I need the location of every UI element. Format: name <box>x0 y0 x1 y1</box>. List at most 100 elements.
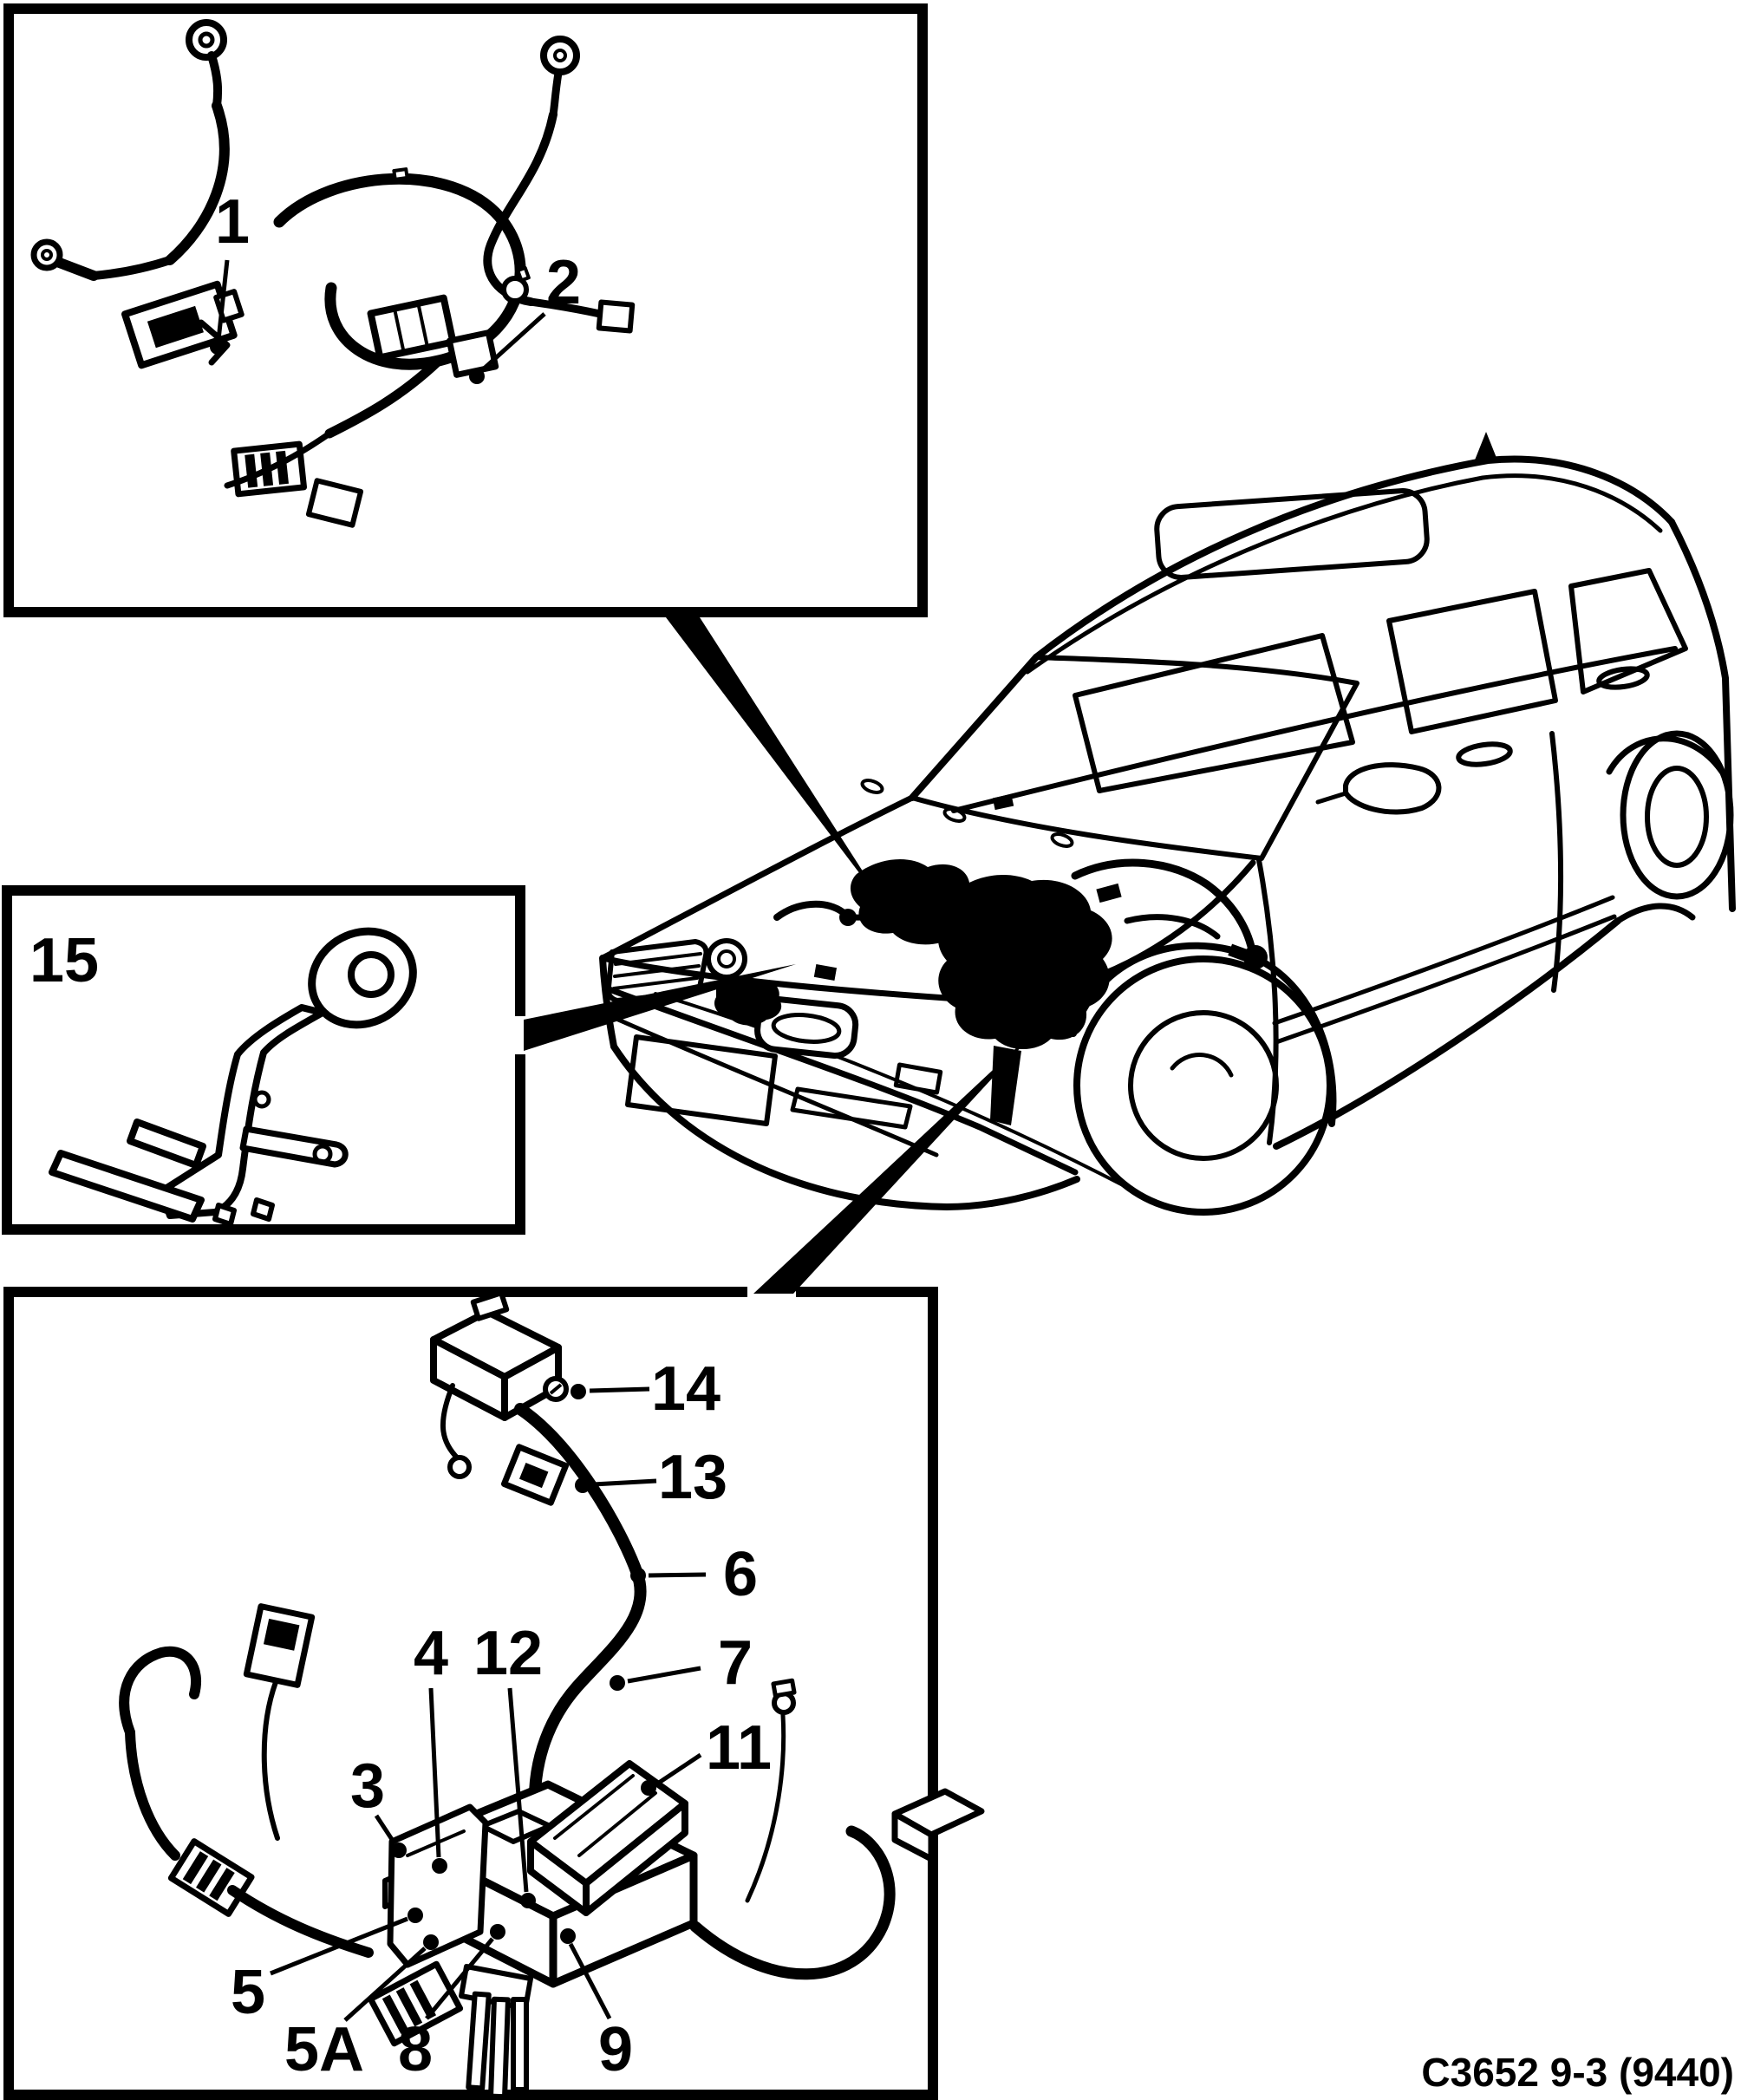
striped-connector-icon <box>367 1960 464 2047</box>
callout-leader <box>425 1937 494 2020</box>
front-door-window <box>1073 633 1355 793</box>
callout-dot <box>641 1780 656 1796</box>
rear-wheel <box>1620 730 1734 900</box>
callout-leader <box>568 1942 612 2020</box>
callout-13: 13 <box>575 1443 727 1512</box>
mounting-bracket-art <box>49 927 417 1227</box>
bracket-inset-pointer <box>524 964 796 1051</box>
fog-lamp <box>893 1062 943 1095</box>
callout-label-3: 3 <box>350 1751 385 1821</box>
striped-connector-icon <box>167 1838 255 1917</box>
quarter-window <box>1568 568 1688 695</box>
figure-caption: C3652 9-3 (9440) <box>1421 2050 1734 2095</box>
callout-label-11: 11 <box>706 1713 772 1783</box>
engine-bay-harness-silhouette <box>714 793 1268 1125</box>
saab-badge-icon <box>706 938 747 980</box>
callout-label-5A: 5A <box>284 2015 364 2084</box>
callout-leader <box>592 1478 657 1487</box>
connector-icon <box>500 1444 570 1506</box>
callout-7: 7 <box>610 1628 753 1698</box>
callout-8: 8 <box>398 1924 505 2084</box>
cable-clamp-icon <box>501 276 529 303</box>
ring-terminal-icon <box>30 238 63 271</box>
battery-cable-harness-art <box>30 19 636 528</box>
callout-dot <box>391 1842 407 1858</box>
callout-label-5: 5 <box>231 1958 265 2027</box>
bottom-inset-pointer <box>753 1021 1045 1294</box>
callout-leader <box>374 1814 397 1845</box>
nut-icon-slot <box>549 1383 563 1395</box>
sunroof <box>1154 488 1430 580</box>
callout-label-14: 14 <box>651 1354 721 1424</box>
callout-label-1: 1 <box>215 187 250 257</box>
antenna-icon <box>1474 432 1498 462</box>
callout-leader <box>507 1687 529 1893</box>
door-handle <box>1456 741 1513 767</box>
callout-label-4: 4 <box>414 1619 448 1688</box>
callout-leader <box>270 1916 408 1976</box>
callout-leader <box>343 1947 427 2022</box>
car-front <box>599 779 1080 1210</box>
bottom-inset-border <box>3 1287 938 2100</box>
car-illustration <box>599 432 1736 1216</box>
top-inset-border <box>3 3 928 617</box>
callout-dot <box>490 1924 505 1940</box>
callout-label-9: 9 <box>598 2015 633 2084</box>
callout-dot <box>210 339 225 355</box>
callout-leader <box>589 1386 650 1393</box>
callout-5A: 5A <box>284 1934 439 2084</box>
bracket-hole <box>348 951 394 998</box>
callout-12: 12 <box>473 1619 543 1908</box>
door-mirror <box>1343 762 1442 815</box>
bracket-inset-border <box>2 885 525 1235</box>
callout-label-12: 12 <box>473 1619 543 1688</box>
callout-leader <box>216 259 230 341</box>
callout-6: 6 <box>630 1540 758 1609</box>
leader-wedges <box>524 617 1045 1294</box>
callout-label-2: 2 <box>546 248 581 317</box>
connector-icon <box>367 294 457 362</box>
callout-label-8: 8 <box>398 2015 433 2084</box>
callout-14: 14 <box>543 1354 721 1424</box>
bumper-intake <box>790 1086 913 1130</box>
car-windows <box>910 488 1688 861</box>
callout-dot <box>520 1893 536 1908</box>
callout-label-15: 15 <box>29 926 99 995</box>
callout-dot <box>469 368 485 384</box>
ring-terminal-icon <box>186 19 227 61</box>
callout-leader <box>480 312 546 372</box>
callout-dot <box>560 1928 576 1944</box>
callout-dot <box>630 1568 646 1583</box>
bracket-plate-icon <box>387 1803 489 1968</box>
callout-label-6: 6 <box>723 1540 758 1609</box>
callout-2: 2 <box>469 248 581 384</box>
callout-dot <box>575 1477 590 1493</box>
callout-dot <box>423 1934 439 1950</box>
top-inset-pointer <box>666 617 890 913</box>
callout-11: 11 <box>641 1713 772 1796</box>
callout-dot <box>408 1908 423 1923</box>
headlight <box>754 995 859 1060</box>
license-plate <box>625 1034 778 1126</box>
rear-door-window <box>1386 589 1558 734</box>
sensor-connector-icon <box>121 280 245 369</box>
inset-frames <box>2 3 938 2100</box>
callout-5: 5 <box>231 1908 423 2027</box>
callout-dot <box>610 1675 625 1691</box>
fusebox-harness-art <box>119 1290 985 2100</box>
callout-dot <box>432 1858 447 1874</box>
callout-1: 1 <box>210 187 250 355</box>
callout-leader <box>627 1666 701 1684</box>
windshield <box>910 655 1360 861</box>
ring-terminal-icon <box>540 36 580 75</box>
callout-leader <box>428 1687 441 1858</box>
callout-leader <box>657 1752 702 1785</box>
connector-icon <box>243 1603 316 1688</box>
callout-dot <box>571 1384 586 1399</box>
callout-3: 3 <box>350 1751 407 1858</box>
callout-9: 9 <box>560 1928 633 2084</box>
callout-15: 15 <box>29 926 99 995</box>
